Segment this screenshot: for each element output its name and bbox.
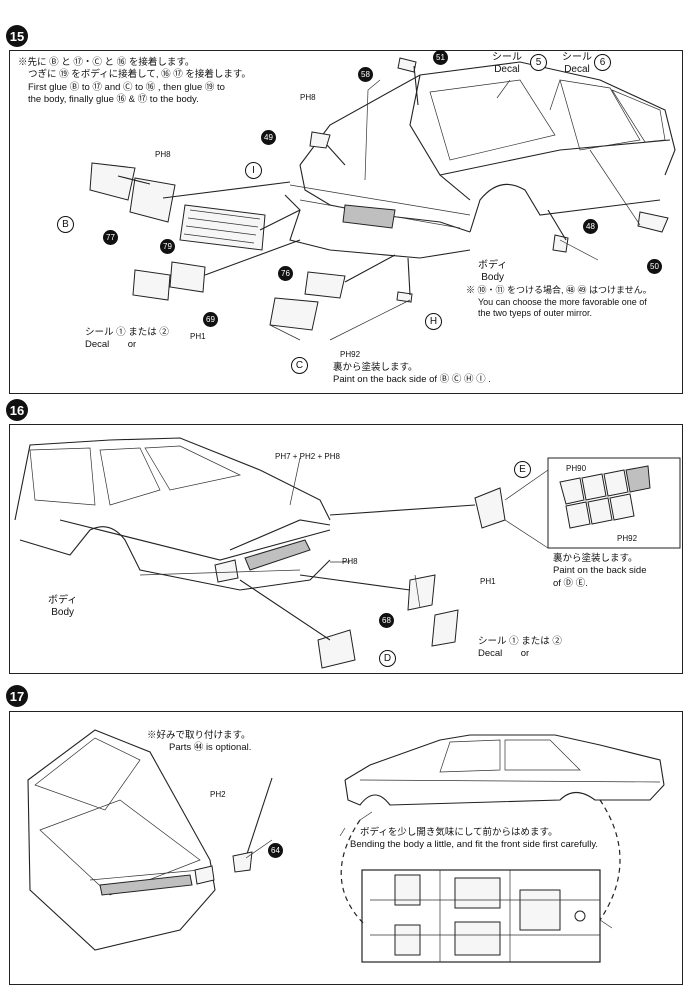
mirror-note-line-3: the two tyeps of outer mirror.	[478, 308, 593, 319]
ph-2-step17: PH2	[210, 790, 226, 799]
part-H-label: H	[425, 313, 442, 330]
part-51-label: 51	[433, 50, 448, 65]
decal-option-15: シール ① または ② Decal or	[85, 327, 169, 352]
body-label-16: ボディ Body	[48, 595, 77, 619]
step-17-number: 17	[6, 685, 28, 707]
decal-5-en: Decal	[494, 64, 520, 75]
step-15-instructions: ※先に Ⓑ と ⑰・Ⓒ と ⑯ を接着します。 つぎに ⑲ をボディに接着して,…	[18, 57, 251, 106]
mirror-note-line-2: You can choose the more favorable one of	[478, 296, 647, 307]
bend-note-en: Bending the body a little, and fit the f…	[350, 839, 599, 851]
paint-note-16-jp: 裏から塗装します。	[553, 553, 638, 564]
ph-1-step15: PH1	[190, 332, 206, 341]
part-C-label: C	[291, 357, 308, 374]
instruction-line-4: the body, finally glue ⑯ & ⑰ to the body…	[28, 94, 199, 106]
optional-note: ※好みで取り付けます。 Parts ㊹ is optional.	[147, 730, 251, 755]
paint-note-16: 裏から塗装します。 Paint on the back side of Ⓓ Ⓔ.	[553, 553, 646, 590]
part-58-label: 58	[358, 67, 373, 82]
optional-note-jp: ※好みで取り付けます。	[147, 730, 251, 741]
body-label-jp: ボディ	[478, 260, 508, 271]
body-label-en: Body	[481, 272, 505, 283]
paint-note-16-en1: Paint on the back side	[553, 565, 647, 577]
decal-option-15-en: Decal or	[85, 339, 137, 351]
decal-6-jp: シール	[562, 52, 592, 63]
part-B-label: B	[57, 216, 74, 233]
decal-option-16-en: Decal or	[478, 648, 530, 660]
paint-note-16-en2: of Ⓓ Ⓔ.	[553, 577, 588, 589]
decal-6-number: 6	[594, 54, 611, 71]
ph-combo-step16: PH7 + PH2 + PH8	[275, 452, 340, 461]
part-69-label: 69	[203, 312, 218, 327]
ph-1-step16: PH1	[480, 577, 496, 586]
optional-note-en: Parts ㊹ is optional.	[169, 742, 252, 754]
instruction-line-3: First glue Ⓑ to ⑰ and Ⓒ to ⑯ , then glue…	[28, 81, 225, 93]
decal-5-number: 5	[530, 54, 547, 71]
decal-option-16: シール ① または ② Decal or	[478, 636, 562, 661]
part-79-label: 79	[160, 239, 175, 254]
ph-92-step16: PH92	[617, 534, 638, 543]
part-E-label: E	[514, 461, 531, 478]
decal-5-label: シール Decal	[492, 52, 522, 76]
paint-note-15-jp: 裏から塗装します。	[333, 362, 418, 373]
part-48-label: 48	[583, 219, 598, 234]
paint-note-15-en: Paint on the back side of Ⓑ Ⓒ Ⓗ Ⓘ .	[333, 374, 491, 386]
ph-92-step15: PH92	[340, 350, 361, 359]
paint-note-15: 裏から塗装します。 Paint on the back side of Ⓑ Ⓒ …	[333, 362, 491, 387]
decal-5-jp: シール	[492, 52, 522, 63]
part-I-label: I	[245, 162, 262, 179]
mirror-note: ※ ⑩・⑪ をつける場合, ㊽ ㊾ はつけません。 You can choose…	[466, 285, 652, 320]
bend-note-jp: ボディを少し開き気味にして前からはめます。	[360, 827, 558, 838]
ph-8-step16: PH8	[342, 557, 358, 566]
ph-8-top: PH8	[300, 93, 316, 102]
decal-6-label: シール Decal	[562, 52, 592, 76]
ph-8-left: PH8	[155, 150, 171, 159]
body-label: ボディ Body	[478, 260, 507, 284]
instruction-line-1: ※先に Ⓑ と ⑰・Ⓒ と ⑯ を接着します。	[18, 57, 195, 68]
step-16-number: 16	[6, 399, 28, 421]
mirror-note-line-1: ※ ⑩・⑪ をつける場合, ㊽ ㊾ はつけません。	[466, 285, 652, 295]
ph-90: PH90	[566, 464, 587, 473]
part-50-label: 50	[647, 259, 662, 274]
part-64-label: 64	[268, 843, 283, 858]
step-15-number: 15	[6, 25, 28, 47]
decal-option-16-jp: シール ① または ②	[478, 636, 562, 647]
instruction-line-2: つぎに ⑲ をボディに接着して, ⑯ ⑰ を接着します。	[28, 69, 251, 81]
part-D-label: D	[379, 650, 396, 667]
decal-6-en: Decal	[564, 64, 590, 75]
decal-option-15-jp: シール ① または ②	[85, 327, 169, 338]
part-76-label: 76	[278, 266, 293, 281]
part-77-label: 77	[103, 230, 118, 245]
part-49-label: 49	[261, 130, 276, 145]
body-label-16-en: Body	[51, 607, 75, 618]
bend-note: ボディを少し開き気味にして前からはめます。 Bending the body a…	[350, 827, 598, 852]
body-label-16-jp: ボディ	[48, 595, 78, 606]
part-68-label: 68	[379, 613, 394, 628]
